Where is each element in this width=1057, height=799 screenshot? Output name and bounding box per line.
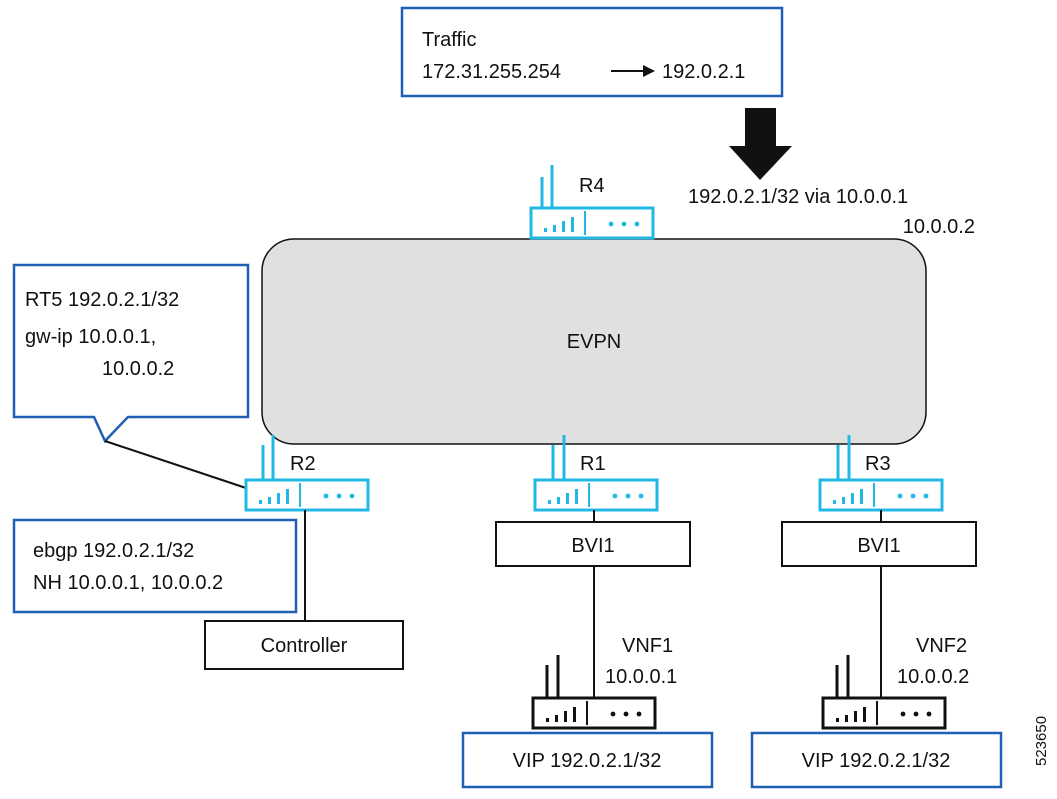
ebgp-line-2: NH 10.0.0.1, 10.0.0.2 xyxy=(33,572,223,594)
vnf1-router xyxy=(531,655,657,730)
router-r4: R4 xyxy=(529,165,655,240)
vnf2-name: VNF2 xyxy=(916,635,967,657)
router-r1-icon xyxy=(533,478,659,512)
vip-right-label: VIP 192.0.2.1/32 xyxy=(802,750,951,772)
router-r3-icon xyxy=(818,478,944,512)
vnf2-router xyxy=(821,655,947,730)
router-r4-icon xyxy=(529,206,655,240)
figure-id: 523650 xyxy=(1033,716,1050,766)
route-line-1: 192.0.2.1/32 via 10.0.0.1 xyxy=(688,186,908,208)
router-r3: R3 xyxy=(818,435,944,512)
bvi-left-box: BVI1 xyxy=(495,521,691,567)
vip-right-box: VIP 192.0.2.1/32 xyxy=(750,731,1003,789)
evpn-label: EVPN xyxy=(567,331,621,353)
router-r2-label: R2 xyxy=(290,453,316,475)
vnf2-ip: 10.0.0.2 xyxy=(897,666,969,688)
rt5-line-3: 10.0.0.2 xyxy=(102,358,174,380)
vnf1-router-icon xyxy=(531,696,657,730)
bvi-left-label: BVI1 xyxy=(571,535,614,557)
callout-connector-line xyxy=(104,440,247,489)
route-line-2: 10.0.0.2 xyxy=(903,216,975,238)
vip-left-box: VIP 192.0.2.1/32 xyxy=(461,731,714,789)
router-r1: R1 xyxy=(533,435,659,512)
router-r2-icon xyxy=(244,478,370,512)
ebgp-box: ebgp 192.0.2.1/32 NH 10.0.0.1, 10.0.0.2 xyxy=(12,518,298,614)
controller-label: Controller xyxy=(261,635,348,657)
traffic-box: Traffic 172.31.255.254 192.0.2.1 xyxy=(400,6,784,98)
router-r3-label: R3 xyxy=(865,453,891,475)
traffic-source: 172.31.255.254 xyxy=(422,61,561,83)
traffic-down-arrow-icon xyxy=(729,108,792,180)
traffic-arrow-icon xyxy=(611,65,655,77)
rt5-callout: RT5 192.0.2.1/32 gw-ip 10.0.0.1, 10.0.0.… xyxy=(12,263,250,444)
bvi-right-box: BVI1 xyxy=(781,521,977,567)
vip-left-label: VIP 192.0.2.1/32 xyxy=(513,750,662,772)
rt5-line-2: gw-ip 10.0.0.1, xyxy=(25,326,156,348)
vnf1-ip: 10.0.0.1 xyxy=(605,666,677,688)
rt5-line-1: RT5 192.0.2.1/32 xyxy=(25,289,179,311)
controller-box: Controller xyxy=(204,620,404,670)
traffic-destination: 192.0.2.1 xyxy=(662,61,745,83)
vnf1-name: VNF1 xyxy=(622,635,673,657)
router-r2: R2 xyxy=(244,435,370,512)
vnf2-router-icon xyxy=(821,696,947,730)
router-r1-label: R1 xyxy=(580,453,606,475)
ebgp-line-1: ebgp 192.0.2.1/32 xyxy=(33,540,194,562)
traffic-title: Traffic xyxy=(422,29,476,51)
router-r4-label: R4 xyxy=(579,175,605,197)
bvi-right-label: BVI1 xyxy=(857,535,900,557)
